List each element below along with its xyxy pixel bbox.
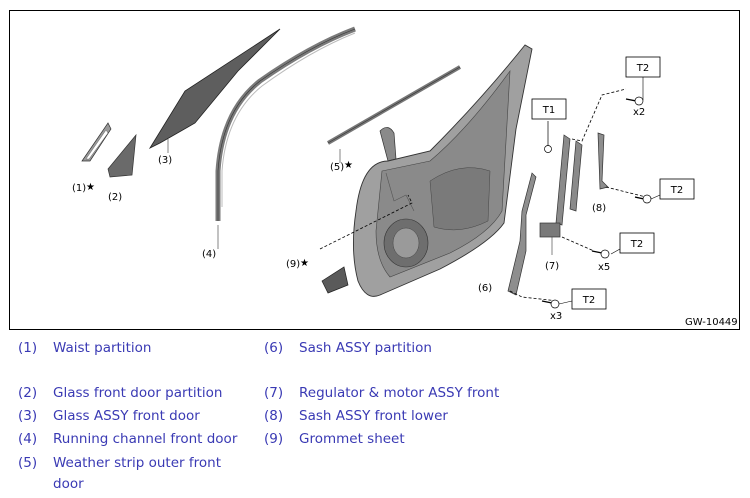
bolt-icon bbox=[541, 299, 560, 309]
regulator-part bbox=[539, 134, 583, 255]
glass-assy-part bbox=[148, 28, 281, 149]
t1-bolt-icon bbox=[544, 145, 552, 153]
torque-label-t2: T2 bbox=[582, 295, 595, 306]
star-icon: ★ bbox=[86, 182, 95, 193]
callout-3: (3) bbox=[158, 155, 172, 166]
exploded-parts-diagram: T1 T2 T2 T2 T2 x2 x5 x3 (1) ★ (2) (3) (4… bbox=[9, 10, 740, 330]
torque-label-t1: T1 bbox=[542, 105, 555, 116]
quantity-label: x5 bbox=[598, 262, 610, 273]
torque-label-t2: T2 bbox=[630, 239, 643, 250]
bolt-icon bbox=[634, 194, 652, 204]
sash-partition-part bbox=[507, 172, 537, 296]
callout-4: (4) bbox=[202, 249, 216, 260]
callout-2: (2) bbox=[108, 192, 122, 203]
callout-7: (7) bbox=[545, 261, 559, 272]
torque-label-t2: T2 bbox=[636, 63, 649, 74]
callout-5: (5) bbox=[330, 162, 344, 173]
callout-9: (9) bbox=[286, 259, 300, 270]
sash-lower-part bbox=[597, 132, 609, 190]
door-panel bbox=[352, 44, 533, 297]
figure-code: GW-10449 bbox=[685, 317, 738, 328]
star-icon: ★ bbox=[300, 258, 309, 269]
waist-partition-part bbox=[81, 122, 112, 162]
quantity-label: x3 bbox=[550, 311, 562, 322]
callout-8: (8) bbox=[592, 203, 606, 214]
bolt-icon bbox=[625, 96, 644, 106]
callout-1: (1) bbox=[72, 183, 86, 194]
bolt-icon bbox=[591, 249, 610, 259]
star-icon: ★ bbox=[344, 160, 353, 171]
grommet-sheet-part bbox=[321, 266, 349, 294]
torque-label-t2: T2 bbox=[670, 185, 683, 196]
quantity-label: x2 bbox=[633, 107, 645, 118]
callout-6: (6) bbox=[478, 283, 492, 294]
diagram-svg: T1 T2 T2 T2 T2 x2 x5 x3 (1) ★ (2) (3) (4… bbox=[72, 26, 738, 328]
glass-partition-part bbox=[107, 133, 137, 178]
